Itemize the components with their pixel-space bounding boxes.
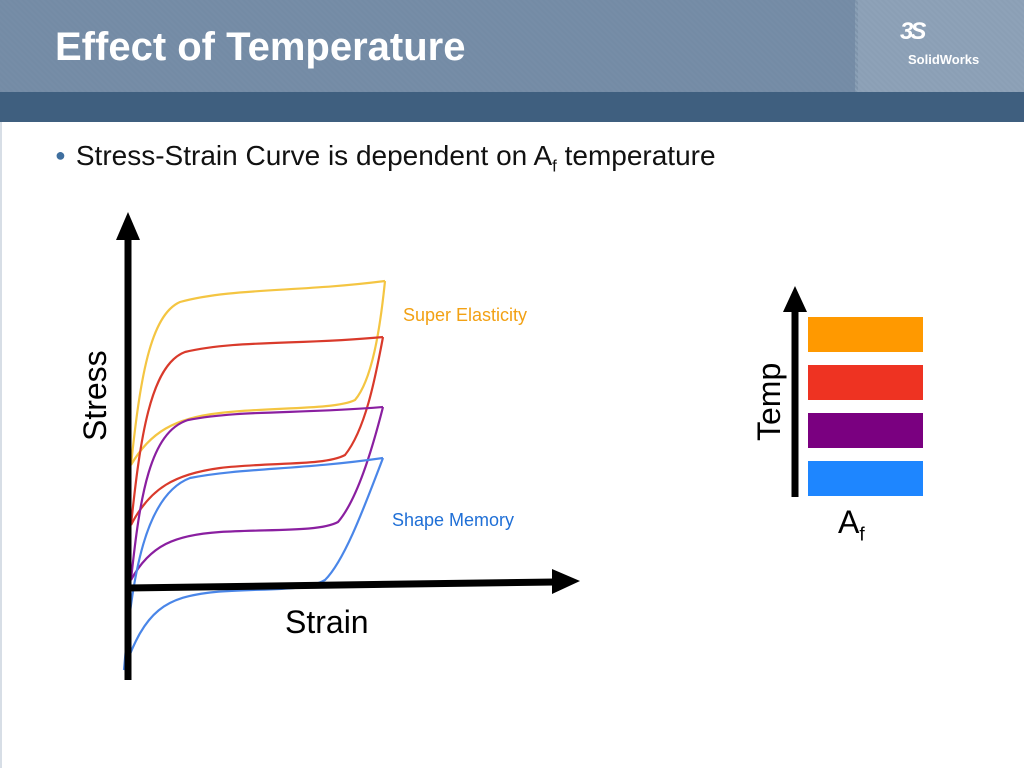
bullet-text-main: Stress-Strain Curve is dependent on A bbox=[75, 140, 553, 171]
shape-memory-label: Shape Memory bbox=[392, 510, 515, 530]
temperature-swatches bbox=[808, 317, 923, 496]
strain-axis bbox=[125, 578, 556, 592]
hysteresis-curve-2-loading bbox=[129, 405, 384, 581]
ds-logo-icon: 3S bbox=[900, 18, 926, 45]
header-band bbox=[0, 0, 855, 92]
temp-swatch-2 bbox=[808, 365, 923, 400]
hysteresis-curve-2-unloading bbox=[130, 406, 385, 581]
logo-box bbox=[858, 0, 1024, 92]
logo-text: SolidWorks bbox=[908, 52, 980, 67]
slide-title: Effect of Temperature bbox=[55, 25, 466, 69]
hysteresis-curve-3-unloading bbox=[130, 336, 385, 526]
stress-axis-arrow bbox=[116, 212, 140, 240]
temp-axis-arrow bbox=[783, 286, 807, 312]
temp-swatch-3 bbox=[808, 413, 923, 448]
stress-label: Stress bbox=[77, 350, 113, 441]
temp-swatch-1 bbox=[808, 317, 923, 352]
left-edge-line bbox=[0, 122, 2, 768]
super-elasticity-label: Super Elasticity bbox=[403, 305, 528, 325]
temp-swatch-4 bbox=[808, 461, 923, 496]
hysteresis-curve-4-loading bbox=[129, 279, 386, 466]
hysteresis-curve-3-loading bbox=[129, 335, 384, 526]
bullet-text-end: temperature bbox=[556, 140, 716, 171]
header-stripe bbox=[0, 92, 1024, 122]
bullet-icon: ● bbox=[55, 145, 66, 165]
strain-label: Strain bbox=[285, 604, 369, 640]
af-label: Af bbox=[838, 504, 865, 546]
hysteresis-curve-4-unloading bbox=[130, 280, 387, 466]
af-letter: A bbox=[838, 504, 860, 540]
header-bar: Effect of Temperature 3S SolidWorks bbox=[0, 0, 1024, 92]
strain-axis-arrow bbox=[552, 569, 580, 594]
temp-label: Temp bbox=[751, 362, 787, 441]
curves-group bbox=[122, 279, 387, 671]
bullet-subscript: f bbox=[552, 156, 557, 176]
af-subscript: f bbox=[859, 524, 865, 546]
bullet-point: ●Stress-Strain Curve is dependent on Af … bbox=[55, 140, 716, 177]
